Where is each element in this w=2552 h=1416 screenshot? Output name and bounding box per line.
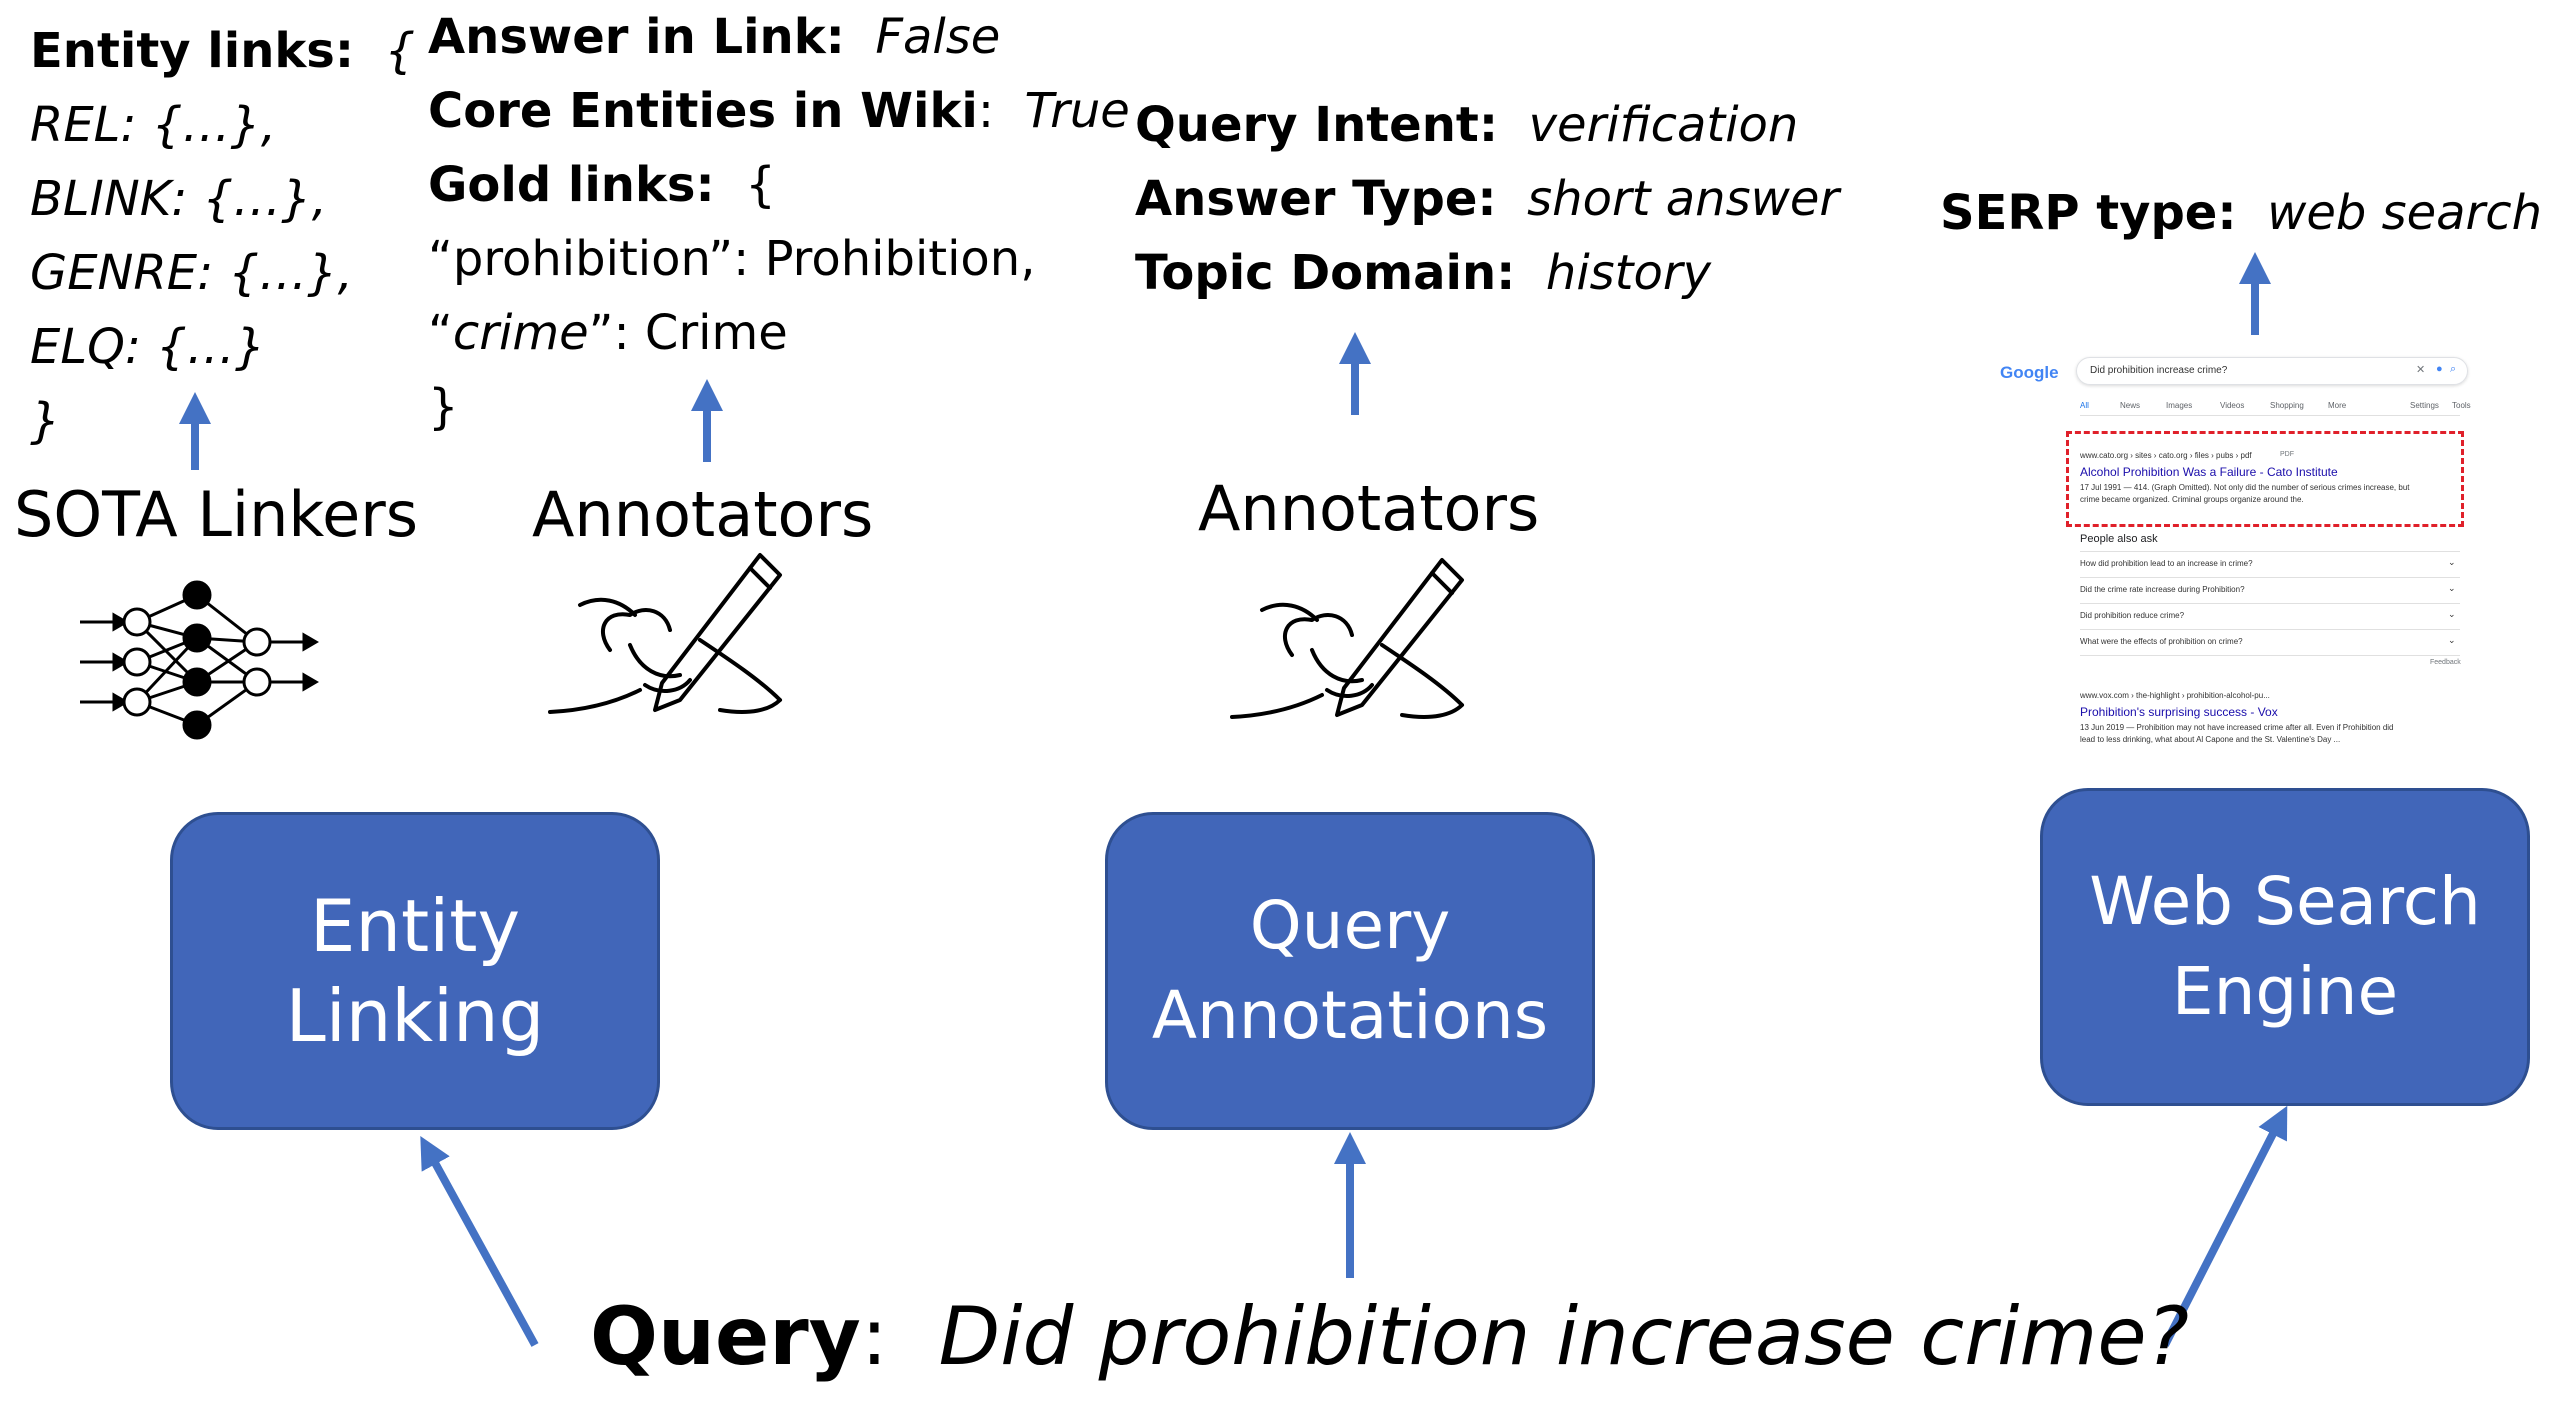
- serp-tab-shopping[interactable]: Shopping: [2270, 401, 2304, 410]
- serp-tools[interactable]: Tools: [2452, 401, 2471, 410]
- serp-feedback-link[interactable]: Feedback: [2430, 659, 2461, 666]
- web-search-engine-box: Web Search Engine: [2040, 788, 2530, 1106]
- arrow-query-to-web-search: [2161, 1105, 2288, 1347]
- chevron-down-icon[interactable]: ⌄: [2448, 557, 2456, 567]
- serp-type-label: SERP type:: [1940, 185, 2237, 241]
- result2-snippet-line1: 13 Jun 2019 — Prohibition may not have i…: [2080, 723, 2394, 732]
- entity-linking-box-line1: Entity: [309, 884, 521, 968]
- serp-tab-images[interactable]: Images: [2166, 401, 2193, 410]
- gold-links-row: Gold links: {: [428, 148, 776, 222]
- answer-type-value: short answer: [1527, 171, 1840, 227]
- query-intent-row: Query Intent: verification: [1135, 88, 1798, 162]
- linker-elq: ELQ: {…}: [30, 319, 266, 375]
- query-annotations-box: Query Annotations: [1105, 812, 1595, 1130]
- result1-snippet-line2: crime became organized. Criminal groups …: [2080, 495, 2304, 504]
- result1-snippet-line1: 17 Jul 1991 — 414. (Graph Omitted). Not …: [2080, 483, 2410, 492]
- result2-title-link[interactable]: Prohibition's surprising success - Vox: [2080, 705, 2278, 719]
- chevron-down-icon[interactable]: ⌄: [2448, 583, 2456, 593]
- answer-in-link-label: Answer in Link:: [428, 9, 845, 65]
- answer-type-label: Answer Type:: [1135, 171, 1497, 227]
- entity-links-open-brace: {: [384, 23, 416, 79]
- gold-links-close-brace: }: [428, 379, 459, 435]
- gold-link-prohibition: “prohibition”: Prohibition,: [428, 231, 1036, 287]
- answer-in-link-row: Answer in Link: False: [428, 0, 1000, 74]
- serp-settings[interactable]: Settings: [2410, 401, 2439, 410]
- result1-pdf-tag: PDF: [2280, 451, 2294, 458]
- writing-hand-icon-2: [1230, 558, 1464, 719]
- serp-divider: [2080, 415, 2460, 416]
- topic-domain-value: history: [1545, 245, 1711, 301]
- paa-divider-4: [2080, 629, 2460, 630]
- core-entities-label: Core Entities in Wiki: [428, 83, 978, 139]
- gold-link-crime-quote: “: [428, 305, 453, 361]
- core-entities-value: True: [1024, 83, 1130, 139]
- gold-links-open-brace: {: [745, 157, 776, 213]
- chevron-down-icon[interactable]: ⌄: [2448, 609, 2456, 619]
- answer-type-row: Answer Type: short answer: [1135, 162, 1839, 236]
- core-entities-colon: :: [977, 83, 995, 139]
- query-annotations-box-line1: Query: [1249, 887, 1451, 964]
- paa-question-1[interactable]: How did prohibition lead to an increase …: [2080, 559, 2253, 568]
- result1-url: www.cato.org › sites › cato.org › files …: [2080, 451, 2252, 460]
- arrow-query-to-entity-linking: [420, 1135, 539, 1347]
- result1-title-link[interactable]: Alcohol Prohibition Was a Failure - Cato…: [2080, 465, 2338, 479]
- annotators-label-2: Annotators: [1198, 472, 1540, 545]
- paa-divider-5: [2080, 655, 2460, 656]
- serp-tab-more[interactable]: More: [2328, 401, 2347, 410]
- serp-tab-all[interactable]: All: [2080, 401, 2089, 410]
- paa-question-3[interactable]: Did prohibition reduce crime?: [2080, 611, 2185, 620]
- paa-divider-1: [2080, 551, 2460, 552]
- serp-search-box[interactable]: [2076, 357, 2468, 385]
- topic-domain-row: Topic Domain: history: [1135, 236, 1711, 310]
- web-search-engine-box-line1: Web Search: [2089, 863, 2481, 940]
- query-intent-label: Query Intent:: [1135, 97, 1499, 153]
- paa-divider-2: [2080, 577, 2460, 578]
- query-line: Query: Did prohibition increase crime?: [590, 1290, 2189, 1383]
- answer-in-link-value: False: [875, 9, 1001, 65]
- sota-linkers-label: SOTA Linkers: [14, 478, 419, 551]
- web-search-engine-box-line2: Engine: [2171, 953, 2399, 1030]
- topic-domain-label: Topic Domain:: [1135, 245, 1516, 301]
- writing-hand-icon: [548, 553, 782, 714]
- gold-links-label: Gold links:: [428, 157, 715, 213]
- serp-screenshot: Google Did prohibition increase crime? ✕…: [1980, 345, 2500, 765]
- entity-links-heading: Entity links: {: [30, 14, 415, 88]
- linker-genre: GENRE: {…},: [30, 245, 353, 301]
- serp-search-text: Did prohibition increase crime?: [2090, 365, 2228, 376]
- annotators-label-1: Annotators: [532, 478, 874, 551]
- serp-type-row: SERP type: web search: [1940, 176, 2542, 250]
- gold-link-crime-entity: ”: Crime: [588, 305, 788, 361]
- chevron-down-icon[interactable]: ⌄: [2448, 635, 2456, 645]
- linker-rel: REL: {…},: [30, 97, 277, 153]
- core-entities-row: Core Entities in Wiki: True: [428, 74, 1130, 148]
- linker-blink: BLINK: {…},: [30, 171, 327, 227]
- google-logo: Google: [2000, 363, 2059, 382]
- gold-link-crime-mention: crime: [452, 305, 589, 361]
- microphone-icon[interactable]: ●: [2436, 363, 2443, 375]
- result2-url: www.vox.com › the-highlight › prohibitio…: [2080, 691, 2270, 700]
- result2-snippet-line2: lead to less drinking, what about Al Cap…: [2080, 735, 2341, 744]
- query-intent-value: verification: [1528, 97, 1799, 153]
- paa-question-4[interactable]: What were the effects of prohibition on …: [2080, 637, 2243, 646]
- query-label: Query: [590, 1290, 861, 1383]
- query-annotations-box-line2: Annotations: [1151, 977, 1549, 1054]
- people-also-ask-title: People also ask: [2080, 533, 2158, 545]
- entity-links-label: Entity links:: [30, 23, 355, 79]
- entity-linking-box: Entity Linking: [170, 812, 660, 1130]
- search-icon[interactable]: ⌕: [2450, 363, 2457, 375]
- paa-divider-3: [2080, 603, 2460, 604]
- gold-link-crime: “crime”: Crime: [428, 296, 788, 370]
- entity-links-close-brace: }: [30, 393, 61, 449]
- paa-question-2[interactable]: Did the crime rate increase during Prohi…: [2080, 585, 2245, 594]
- neural-network-icon: [80, 580, 319, 740]
- serp-tab-videos[interactable]: Videos: [2220, 401, 2245, 410]
- top-result-highlight: [2066, 431, 2464, 527]
- query-colon: :: [860, 1290, 888, 1383]
- serp-type-value: web search: [2267, 185, 2543, 241]
- entity-linking-box-line2: Linking: [285, 974, 545, 1058]
- serp-tab-news[interactable]: News: [2120, 401, 2141, 410]
- query-text: Did prohibition increase crime?: [938, 1290, 2189, 1383]
- clear-icon[interactable]: ✕: [2416, 364, 2426, 376]
